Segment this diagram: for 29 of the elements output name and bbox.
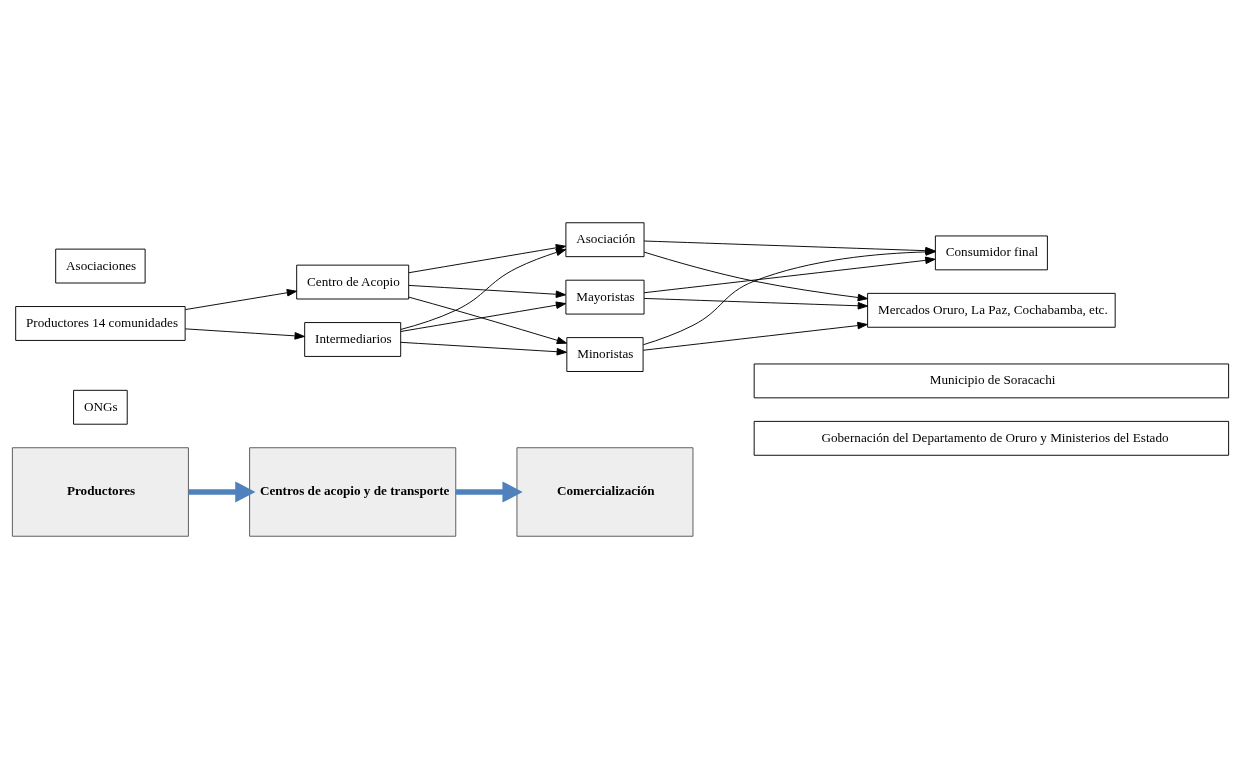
arrow: [400, 300, 567, 332]
node-box: ONGs: [73, 389, 128, 425]
arrow: [455, 480, 523, 503]
node-box: Mercados Oruro, La Paz, Cochabamba, etc.: [867, 292, 1116, 328]
node-box: Mayoristas: [565, 279, 645, 315]
arrow: [642, 321, 868, 351]
arrow: [184, 327, 305, 340]
arrow: [643, 251, 869, 301]
node-box: Consumidor final: [934, 234, 1048, 270]
arrow: [400, 248, 567, 330]
arrow: [643, 256, 936, 293]
arrow: [400, 341, 567, 355]
node-box: Municipio de Soracachi: [753, 363, 1230, 398]
arrow: [408, 243, 567, 273]
arrow: [408, 284, 567, 298]
node-box: Productores 14 comunidades: [15, 305, 186, 341]
node-box: Centro de Acopio: [296, 264, 410, 299]
node-box: Intermediarios: [304, 321, 402, 357]
node-box: Centros de acopio y de transporte: [249, 446, 457, 537]
node-box: Minoristas: [566, 336, 644, 372]
arrow: [188, 480, 256, 503]
arrow: [184, 288, 298, 310]
arrow: [408, 296, 568, 344]
node-box: Asociaciones: [55, 248, 146, 283]
node-box: Asociación: [565, 221, 645, 257]
node-box: Productores: [11, 446, 189, 537]
node-box: Gobernación del Departamento de Oruro y Ministerios del Estado: [753, 420, 1230, 456]
arrow: [643, 297, 869, 310]
node-box: Comercialización: [516, 446, 694, 537]
